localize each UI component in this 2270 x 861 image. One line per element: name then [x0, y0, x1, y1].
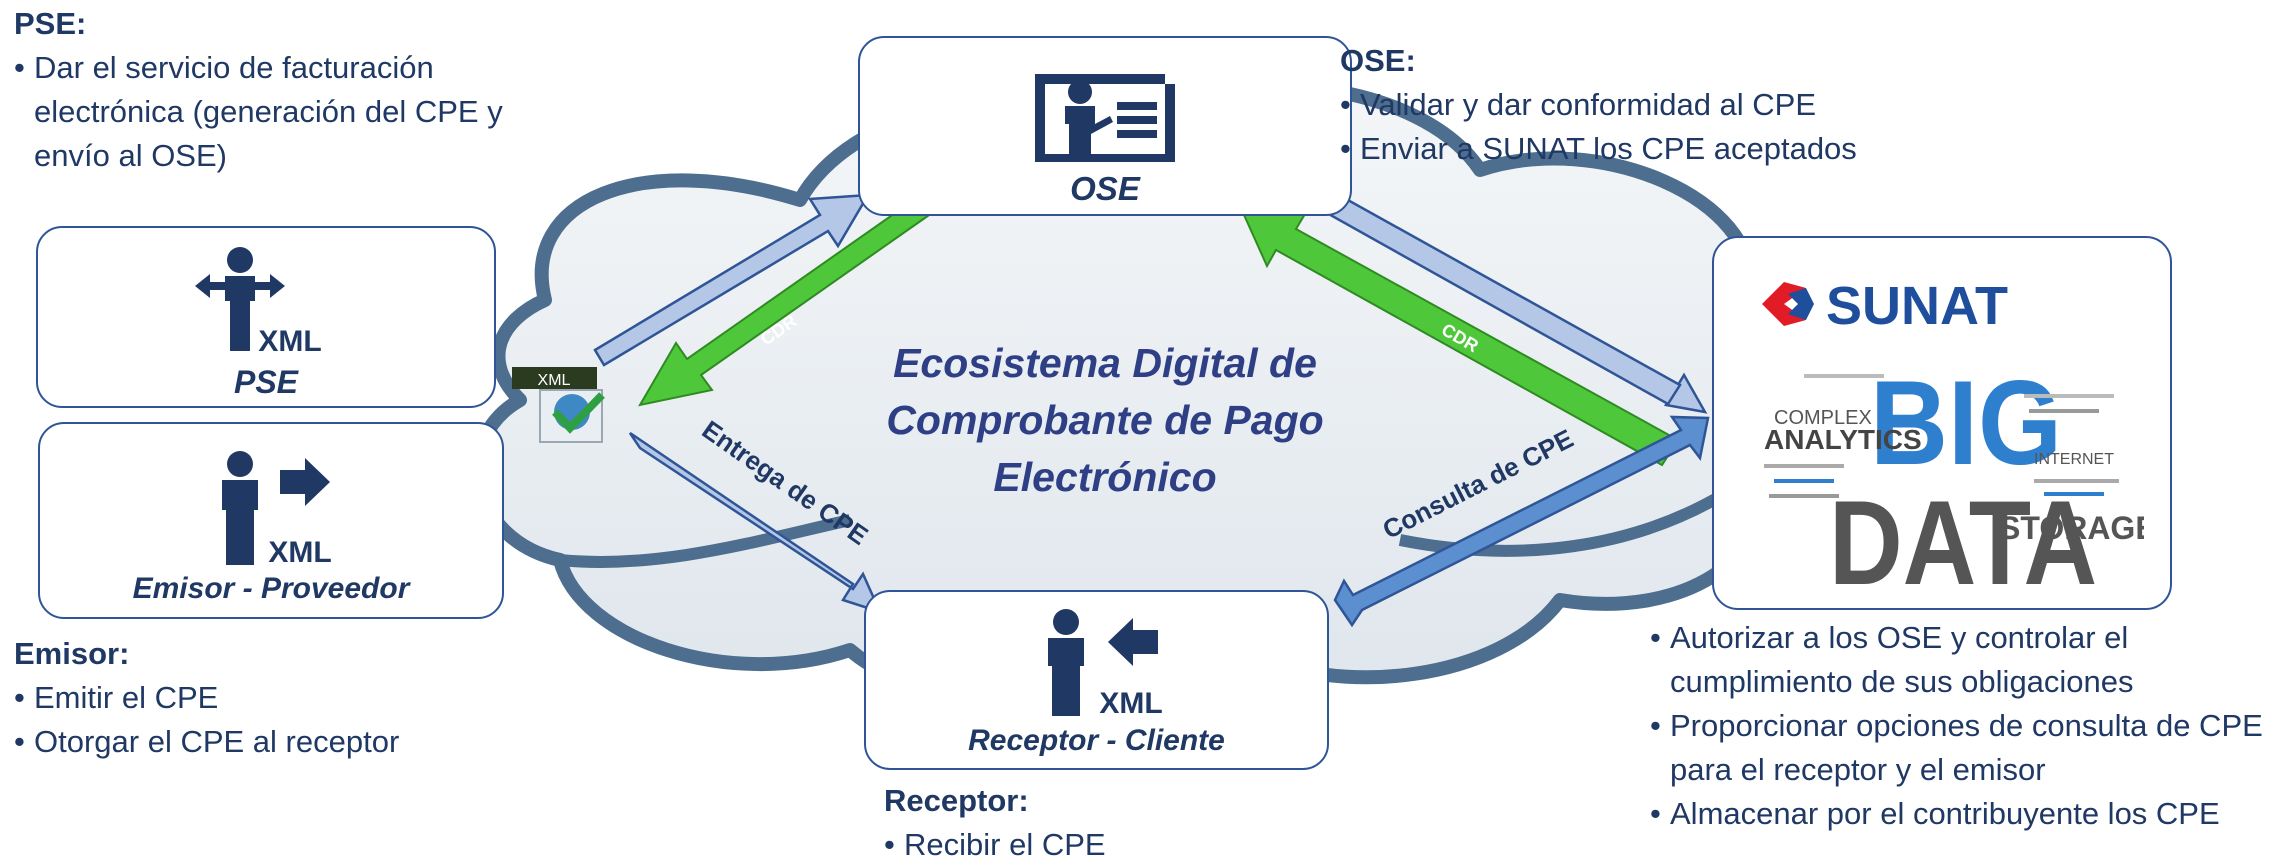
emisor-node: XML Emisor - Proveedor: [38, 422, 504, 619]
sunat-description-item: •Almacenar por el contribuyente los CPE: [1650, 796, 2220, 831]
ose-description-item: • Enviar a SUNAT los CPE aceptados: [1340, 131, 1857, 166]
arrow-entrega-to-receptor: [628, 431, 883, 615]
ose-description-heading: OSE:: [1340, 43, 1416, 78]
svg-text:COMPLEX: COMPLEX: [1774, 407, 1872, 429]
emisor-description-heading: Emisor:: [14, 636, 130, 671]
svg-text:INTERNET: INTERNET: [2034, 451, 2114, 468]
ose-description-item: •Validar y dar conformidad al CPE: [1340, 87, 1817, 122]
sunat-description-item: •Proporcionar opciones de consulta de CP…: [1650, 708, 2263, 787]
svg-text:STORAGE: STORAGE: [1999, 510, 2144, 546]
pse-description-heading: PSE:: [14, 6, 87, 41]
sunat-logo: SUNAT: [1762, 276, 2008, 336]
emisor-description-item: •Otorgar el CPE al receptor: [14, 724, 400, 759]
receptor-node: XML Receptor - Cliente: [864, 590, 1329, 770]
pse-description: PSE: •Dar el servicio de facturación ele…: [14, 2, 559, 178]
svg-text:ANALYTICS: ANALYTICS: [1764, 424, 1922, 455]
presentation-board-icon: [1035, 74, 1175, 162]
svg-text:XML: XML: [1099, 687, 1162, 718]
cloud-inner-curve-left: [559, 514, 852, 568]
pse-label: PSE: [233, 364, 299, 400]
ose-node: OSE: [858, 36, 1352, 216]
ose-label: OSE: [1070, 170, 1140, 207]
arrow-consulta-de-cpe: [1333, 415, 1710, 628]
cloud-inner-curve-right: [1398, 465, 1764, 557]
emisor-description-item: •Emitir el CPE: [14, 680, 219, 715]
person-bidirectional-icon: XML: [195, 247, 322, 356]
sunat-big-data-image: SUNAT BIG DATA ANALYTICS STORAGE COMPLEX…: [1762, 276, 2144, 594]
emisor-description: Emisor: •Emitir el CPE •Otorgar el CPE a…: [14, 632, 494, 764]
person-send-icon: XML: [222, 451, 332, 569]
sunat-description-item: •Autorizar a los OSE y controlar el cump…: [1650, 620, 2134, 699]
svg-text:XML: XML: [258, 325, 321, 356]
pse-node: XML PSE: [36, 226, 496, 408]
sunat-description: •Autorizar a los OSE y controlar el cump…: [1650, 616, 2266, 836]
ecosystem-title: Ecosistema Digital de Comprobante de Pag…: [886, 340, 1324, 500]
arrow-cdr-ose-to-xml: [638, 195, 934, 407]
person-receive-icon: XML: [1048, 609, 1163, 718]
xml-tag-text: XML: [538, 372, 571, 389]
ose-description: OSE: •Validar y dar conformidad al CPE •…: [1340, 39, 1940, 171]
svg-text:SUNAT: SUNAT: [1826, 276, 2008, 336]
big-data-word-cloud: BIG DATA ANALYTICS STORAGE COMPLEX INTER…: [1764, 357, 2144, 594]
pse-description-item: •Dar el servicio de facturación electrón…: [14, 50, 503, 173]
receptor-label: Receptor - Cliente: [968, 724, 1225, 757]
arrow-xml-to-ose: [593, 193, 871, 367]
sunat-node: SUNAT BIG DATA ANALYTICS STORAGE COMPLEX…: [1712, 236, 2172, 610]
xml-document-icon: XML: [512, 367, 605, 443]
svg-text:BIG: BIG: [1870, 357, 2062, 490]
xml-tag-bar: [512, 367, 597, 389]
svg-text:XML: XML: [268, 536, 331, 569]
receptor-description: Receptor: •Recibir el CPE: [884, 779, 1284, 861]
receptor-description-heading: Receptor:: [884, 783, 1029, 818]
emisor-label: Emisor - Proveedor: [132, 572, 410, 605]
check-icon: [552, 392, 605, 434]
receptor-description-item: •Recibir el CPE: [884, 827, 1106, 861]
